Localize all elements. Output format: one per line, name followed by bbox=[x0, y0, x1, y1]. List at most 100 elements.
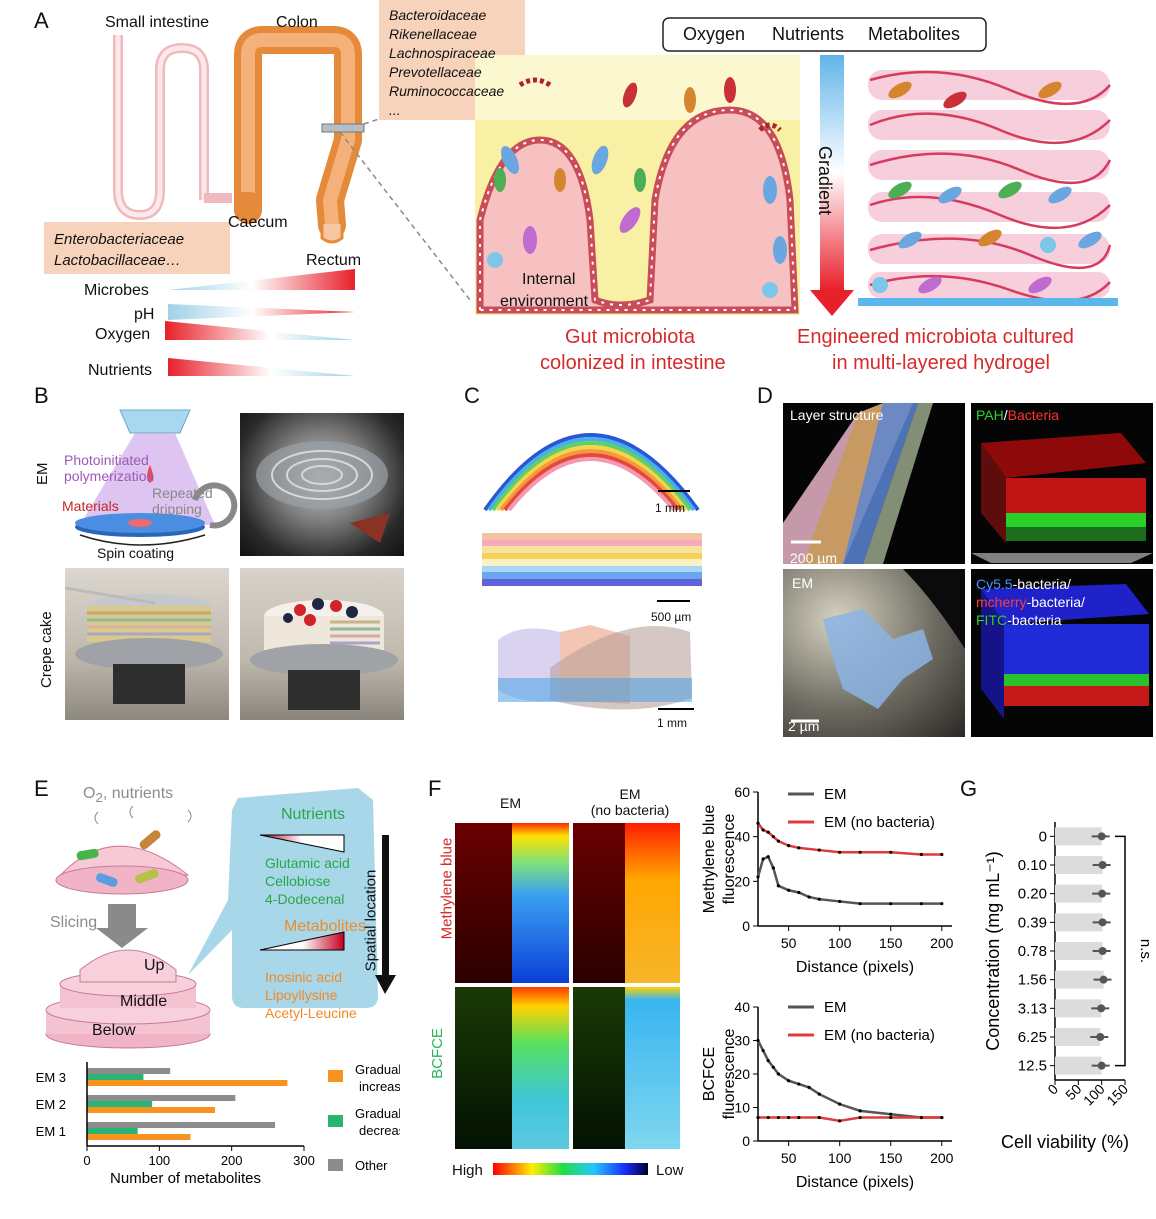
g-y-axis-title: Concentration (mg mL⁻¹) bbox=[983, 851, 1003, 1051]
eng-caption-line1: Engineered microbiota cultured bbox=[797, 326, 1074, 348]
g-data-point bbox=[1098, 889, 1107, 898]
e-bar bbox=[87, 1107, 216, 1113]
panel-e-schematic bbox=[45, 788, 396, 1049]
spin-coater-photo bbox=[240, 413, 404, 556]
f-data-point bbox=[940, 852, 944, 857]
gut-caption-line2: colonized in intestine bbox=[540, 352, 726, 374]
g-data-point bbox=[1099, 975, 1108, 984]
e-legend-label: Gradually bbox=[355, 1106, 400, 1121]
spin-coating-label: Spin coating bbox=[97, 545, 175, 561]
f-data-point bbox=[766, 1059, 770, 1063]
f-data-point bbox=[817, 897, 821, 901]
cy55-rest: -bacteria/ bbox=[1012, 576, 1071, 592]
e-legend-label: increase bbox=[359, 1079, 400, 1094]
e-legend-label: decrease bbox=[359, 1123, 400, 1138]
g-bar bbox=[1055, 1056, 1102, 1075]
scale-bar-c2: 500 µm bbox=[651, 610, 692, 624]
nutrient-item: Glutamic acid bbox=[265, 855, 350, 871]
f-data-point bbox=[797, 890, 801, 895]
f-data-point bbox=[919, 902, 923, 906]
caecum-label: Caecum bbox=[228, 214, 288, 231]
internal-env-line1: Internal bbox=[522, 271, 576, 288]
bacteria-text: Bacteria bbox=[1007, 407, 1059, 423]
em-sem-image bbox=[783, 569, 965, 737]
g-bar bbox=[1055, 942, 1103, 960]
si-family: Enterobacteriaceae bbox=[54, 231, 185, 248]
scale-bar-d2: 2 µm bbox=[788, 718, 820, 734]
repeated-line: Repeated bbox=[152, 485, 213, 501]
f-data-point bbox=[776, 1072, 781, 1076]
f-data-point bbox=[761, 828, 765, 832]
si-family: Lactobacillaceae… bbox=[54, 252, 181, 269]
colon-family: Ruminococcaceae bbox=[389, 83, 505, 99]
f-data-point bbox=[919, 1115, 923, 1120]
f-series-line bbox=[758, 1116, 942, 1123]
e-x-tick-label: 100 bbox=[148, 1153, 170, 1168]
panel-label-d: D bbox=[757, 383, 773, 408]
multi-bacteria-label: Cy5.5-bacteria/ mcherry-bacteria/ FITC-b… bbox=[976, 575, 1085, 629]
slice-up-label: Up bbox=[144, 957, 165, 974]
e-x-tick-label: 0 bbox=[83, 1153, 90, 1168]
f-y-axis-title: Methylene blue bbox=[701, 805, 718, 914]
g-data-point bbox=[1097, 832, 1106, 841]
f-data-point bbox=[787, 1079, 791, 1083]
f-data-point bbox=[807, 1085, 811, 1089]
f-data-point bbox=[838, 899, 842, 904]
e-bar bbox=[87, 1122, 276, 1128]
g-bracket bbox=[1115, 835, 1126, 1067]
e-legend-swatch bbox=[328, 1115, 343, 1127]
mcherry-text: mcherry bbox=[976, 594, 1027, 610]
g-x-tick-label: 100 bbox=[1080, 1081, 1108, 1109]
f-data-point bbox=[838, 850, 842, 854]
f-data-point bbox=[838, 1119, 842, 1123]
repeated-dripping-label: Repeated dripping bbox=[152, 485, 213, 517]
slash-text: / bbox=[1003, 407, 1008, 423]
e-bar bbox=[87, 1134, 191, 1140]
f-data-point bbox=[817, 848, 821, 852]
f-data-point bbox=[858, 1115, 862, 1120]
f-legend-label: EM (no bacteria) bbox=[824, 1027, 935, 1044]
f-data-point bbox=[817, 1092, 821, 1096]
g-bar bbox=[1055, 884, 1103, 903]
f-x-axis-title: Distance (pixels) bbox=[796, 959, 914, 976]
o2-nutrients-label: O2, nutrients bbox=[83, 785, 173, 805]
g-y-tick-label: 0.10 bbox=[1018, 857, 1047, 874]
f-y-tick-label: 30 bbox=[734, 1033, 750, 1049]
f-y-tick-label: 60 bbox=[734, 784, 750, 800]
f-x-tick-label: 50 bbox=[781, 1150, 797, 1166]
e-bar bbox=[87, 1074, 144, 1080]
f-x-tick-label: 150 bbox=[879, 1150, 903, 1166]
panel-label-b: B bbox=[34, 383, 49, 408]
f-data-point bbox=[766, 830, 770, 834]
f-data-point bbox=[776, 839, 781, 843]
nutrient-list: Glutamic acid Cellobiose 4-Dodecenal bbox=[265, 854, 350, 908]
f-data-point bbox=[858, 850, 862, 854]
pah-bacteria-label: PAH/Bacteria bbox=[976, 407, 1059, 423]
internal-env-line2: environment bbox=[500, 293, 589, 310]
f-y-axis-title: fluorescence bbox=[721, 814, 738, 905]
f-data-point bbox=[797, 1082, 801, 1086]
f-y-tick-label: 0 bbox=[742, 1133, 750, 1149]
f-data-point bbox=[807, 895, 811, 899]
f-bcfce-side-label: BCFCE bbox=[428, 1028, 446, 1079]
scale-bar-c3: 1 mm bbox=[657, 716, 687, 730]
f-data-point bbox=[797, 846, 801, 850]
e-category-label: EM 2 bbox=[36, 1097, 66, 1112]
f-data-point bbox=[889, 1112, 893, 1116]
layer-structure-label: Layer structure bbox=[790, 407, 884, 423]
metabolite-item: Acetyl-Leucine bbox=[265, 1005, 357, 1021]
fitc-rest: -bacteria bbox=[1007, 612, 1062, 628]
gradient-label-nutrients: Nutrients bbox=[88, 362, 153, 379]
g-y-tick-label: 1.56 bbox=[1018, 972, 1047, 989]
metabolites-title: Metabolites bbox=[284, 918, 366, 935]
header-metabolites: Metabolites bbox=[868, 24, 961, 44]
panel-label-e: E bbox=[34, 776, 49, 801]
f-legend-label: EM (no bacteria) bbox=[824, 814, 935, 831]
f-x-axis-title: Distance (pixels) bbox=[796, 1174, 914, 1191]
metabolite-item: Inosinic acid bbox=[265, 969, 343, 985]
g-y-tick-label: 0.39 bbox=[1018, 914, 1047, 931]
f-data-point bbox=[889, 1115, 893, 1120]
g-bar bbox=[1055, 1028, 1101, 1046]
eng-caption-line2: in multi-layered hydrogel bbox=[832, 352, 1050, 374]
g-y-tick-label: 12.5 bbox=[1018, 1058, 1047, 1075]
